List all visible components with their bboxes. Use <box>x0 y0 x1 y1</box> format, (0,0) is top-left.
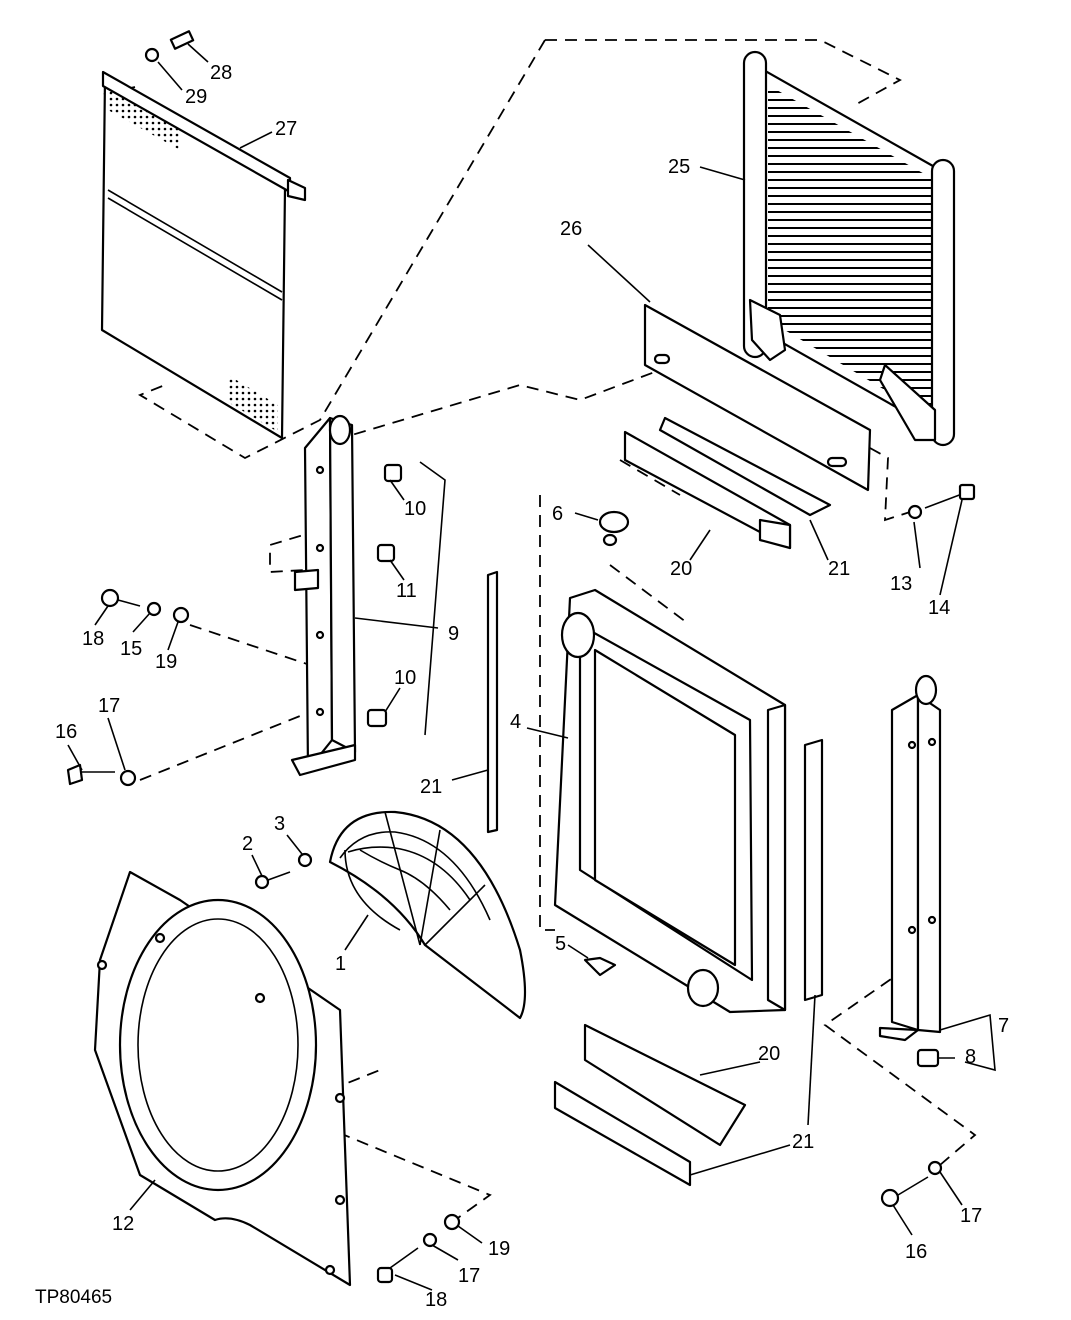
callout-2: 2 <box>242 833 253 855</box>
upper-seals-parts-20-21 <box>623 416 832 550</box>
callout-1: 1 <box>335 953 346 975</box>
callout-6: 6 <box>552 503 563 525</box>
callout-3: 3 <box>274 813 285 835</box>
plate-part-26 <box>643 303 872 492</box>
callout-12: 12 <box>112 1213 134 1235</box>
foam-strips-part-21 <box>486 570 824 1002</box>
shroud-part-12 <box>93 870 352 1287</box>
callout-17-left: 17 <box>98 695 120 717</box>
assembly-dashed-lines <box>99 39 977 1221</box>
callout-21-upper: 21 <box>828 558 850 580</box>
fan-guard-part-1 <box>328 810 527 1020</box>
callout-8: 8 <box>965 1046 976 1068</box>
callout-28: 28 <box>210 62 232 84</box>
callout-10-upper: 10 <box>404 498 426 520</box>
hardware-fasteners <box>66 30 976 1284</box>
callout-10-lower: 10 <box>394 667 416 689</box>
callout-25: 25 <box>668 156 690 178</box>
callout-21-left: 21 <box>420 776 442 798</box>
callout-13: 13 <box>890 573 912 595</box>
screen-part-27 <box>100 70 307 440</box>
leader-lines <box>67 43 996 1291</box>
callout-29: 29 <box>185 86 207 108</box>
callout-27: 27 <box>275 118 297 140</box>
callout-26: 26 <box>560 218 582 240</box>
callout-4: 4 <box>510 711 521 733</box>
callout-14: 14 <box>928 597 950 619</box>
callout-20-lower: 20 <box>758 1043 780 1065</box>
callout-17-right: 17 <box>960 1205 982 1227</box>
oil-cooler-part-25 <box>742 50 956 447</box>
callout-19-left: 19 <box>155 651 177 673</box>
callout-18-left: 18 <box>82 628 104 650</box>
callout-16-right: 16 <box>905 1241 927 1263</box>
callout-5: 5 <box>555 933 566 955</box>
callout-9: 9 <box>448 623 459 645</box>
callout-16-left: 16 <box>55 721 77 743</box>
left-support-part-9 <box>290 414 357 777</box>
callout-11: 11 <box>396 580 417 602</box>
callout-7: 7 <box>998 1015 1009 1037</box>
callout-21-lower: 21 <box>792 1131 814 1153</box>
figure-id: TP80465 <box>35 1287 112 1308</box>
callout-18-lower: 18 <box>425 1289 447 1311</box>
callout-20-upper: 20 <box>670 558 692 580</box>
callout-19-lower: 19 <box>488 1238 510 1260</box>
callout-labels: 28 29 27 25 26 10 11 9 10 6 20 21 13 14 … <box>35 62 1009 1311</box>
lower-seals-parts-20-21 <box>553 1023 747 1187</box>
callout-17-lower: 17 <box>458 1265 480 1287</box>
radiator-part-4 <box>553 588 787 1014</box>
right-support-part-7 <box>878 674 942 1042</box>
callout-15: 15 <box>120 638 142 660</box>
